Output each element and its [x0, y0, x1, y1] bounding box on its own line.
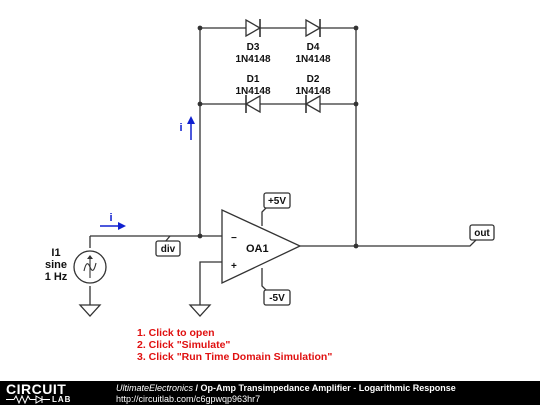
net-label-out[interactable]: out [469, 224, 495, 241]
opamp-oa1[interactable]: − + OA1 [221, 208, 302, 285]
logo-circuit-strip: LAB [6, 394, 70, 406]
junction-fb-right [353, 101, 359, 107]
net-label-vpos[interactable]: +5V [263, 192, 291, 209]
instruction-step-2: 2. Click "Simulate" [137, 339, 231, 351]
junction-top-left [197, 25, 203, 31]
schematic-diagram[interactable]: D3 1N4148 D4 1N4148 D1 1N4148 D2 1N4148 … [0, 0, 540, 381]
footer-title: Op-Amp Transimpedance Amplifier - Logari… [200, 383, 456, 393]
diode-d3[interactable]: D3 1N4148 [235, 18, 271, 65]
net-label-vpos-text: +5V [268, 196, 286, 207]
footer-title-line: UltimateElectronics / Op-Amp Transimpeda… [116, 383, 456, 393]
opamp-minus-sign: − [231, 233, 237, 244]
d1-name: D1 [247, 74, 260, 85]
instruction-step-3: 3. Click "Run Time Domain Simulation" [137, 351, 333, 363]
i1-name: I1 [51, 247, 60, 259]
resistor-icon [6, 394, 50, 405]
logo-text-bottom: LAB [52, 395, 72, 404]
i1-type: sine [45, 259, 67, 271]
feedback-current-arrow: i [179, 116, 195, 140]
wires [89, 27, 481, 305]
net-label-out-text: out [474, 228, 490, 239]
instructions: 1. Click to open 2. Click "Simulate" 3. … [137, 327, 332, 363]
junction-fb-left [197, 101, 203, 107]
d3-name: D3 [247, 42, 260, 53]
input-current-arrow: i [100, 212, 126, 230]
net-label-vneg-text: -5V [269, 293, 285, 304]
ground-symbol-right [188, 304, 212, 317]
junction-div [197, 233, 203, 239]
net-label-vneg[interactable]: -5V [263, 289, 291, 306]
net-label-div-text: div [161, 244, 176, 255]
circuitlab-logo[interactable]: CIRCUIT LAB [6, 381, 94, 406]
footer-url[interactable]: http://circuitlab.com/c6gpwqp963hr7 [116, 394, 261, 404]
d4-name: D4 [307, 42, 320, 53]
input-current-label: i [109, 212, 112, 224]
feedback-current-label: i [179, 122, 182, 134]
net-label-div[interactable]: div [155, 240, 181, 257]
instruction-step-1[interactable]: 1. Click to open [137, 327, 215, 339]
junction-out [353, 243, 359, 249]
diode-d2[interactable]: D2 1N4148 [295, 74, 331, 114]
footer-separator: / [193, 383, 201, 393]
ground-symbol-left [78, 304, 102, 317]
footer-author[interactable]: UltimateElectronics [116, 383, 194, 393]
footer-bar: CIRCUIT LAB UltimateElectronics / Op-Amp… [0, 381, 540, 405]
opamp-name: OA1 [246, 243, 269, 255]
i1-frequency: 1 Hz [45, 271, 68, 283]
current-source-i1[interactable]: I1 sine 1 Hz [45, 247, 107, 284]
d4-part: 1N4148 [295, 54, 330, 65]
d2-name: D2 [307, 74, 320, 85]
opamp-plus-sign: + [231, 261, 237, 272]
logo-text-top: CIRCUIT [6, 381, 67, 397]
d1-part: 1N4148 [235, 86, 270, 97]
d3-part: 1N4148 [235, 54, 270, 65]
junction-top-right [353, 25, 359, 31]
diode-d1[interactable]: D1 1N4148 [235, 74, 271, 114]
d2-part: 1N4148 [295, 86, 330, 97]
diode-d4[interactable]: D4 1N4148 [295, 18, 331, 65]
